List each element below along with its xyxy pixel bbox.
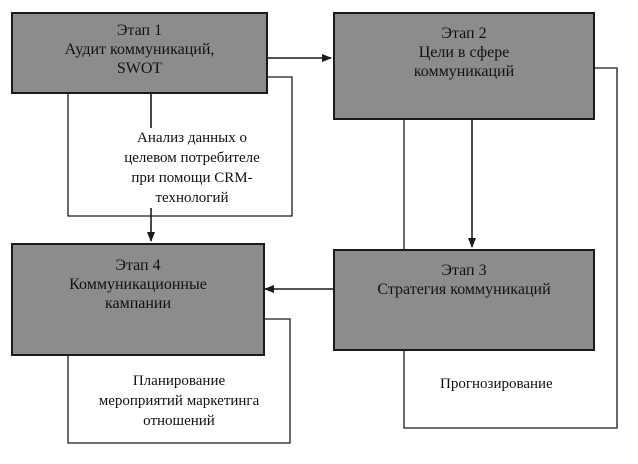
stage-1-line-2: SWOT [116,60,163,77]
analysis-note-line-1: Анализ данных о [136,130,247,146]
forecasting-note: Прогнозирование [440,374,590,394]
stage-2-line-2: коммуникаций [413,63,515,80]
stage-4-title: Этап 4 [115,257,161,274]
planning-loop-line [67,318,291,444]
planning-note-line-1: Планирование [132,373,226,389]
analysis-note-line-3: при помощи CRM- [131,170,253,186]
forecasting-note-line-1: Прогнозирование [440,376,553,392]
stage-2-title: Этап 2 [441,25,487,42]
planning-note-line-3: отношений [143,413,215,429]
stage-1-title: Этап 1 [116,22,163,39]
stage-3-title: Этап 3 [441,262,487,279]
analysis-note-line-2: целевом потребителе [124,150,260,166]
stage-4-box: Этап 4 Коммуникационные кампании [11,243,265,356]
stage-2-box: Этап 2 Цели в сфере коммуникаций [333,12,595,120]
stage-3-line-1: Стратегия коммуникаций [377,281,551,298]
analysis-note: Анализ данных о целевом потребителе при … [99,128,285,208]
stage-3-box: Этап 3 Стратегия коммуникаций [333,249,595,351]
analysis-loop-line [67,76,293,217]
stage-1-line-1: Аудит коммуникаций, [64,41,215,58]
stage-4-line-2: кампании [104,295,172,312]
planning-note: Планирование мероприятий маркетинга отно… [72,371,286,431]
stage-4-line-1: Коммуникационные [69,276,207,293]
stage-2-line-1: Цели в сфере [418,44,510,61]
stage-1-box: Этап 1 Аудит коммуникаций, SWOT [11,12,268,94]
planning-note-line-2: мероприятий маркетинга [98,393,260,409]
analysis-note-line-4: технологий [155,190,229,206]
